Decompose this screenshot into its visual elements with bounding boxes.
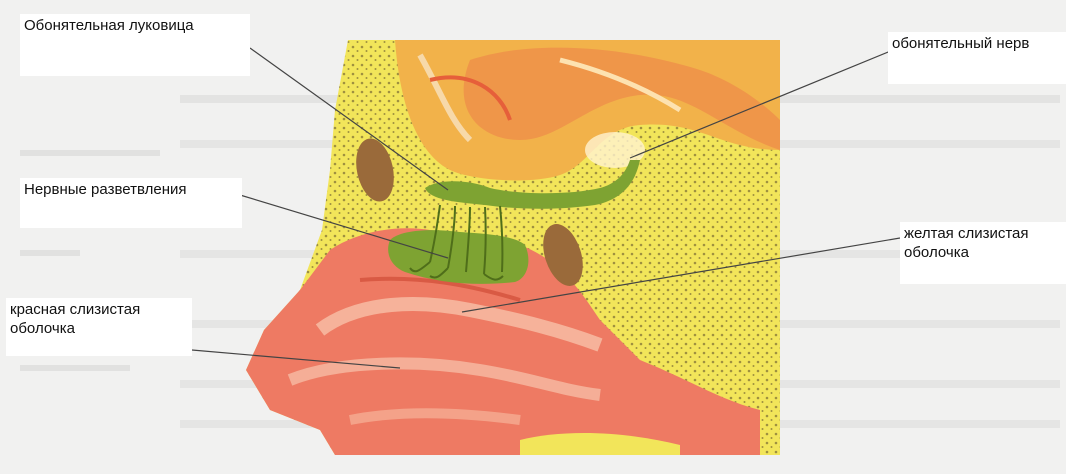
label-nerve-branches-text: Нервные разветвления xyxy=(24,180,238,199)
label-red-mucosa-line1: красная слизистая xyxy=(10,300,188,319)
label-red-mucosa: красная слизистая оболочка xyxy=(6,298,192,356)
label-yellow-mucosa-line1: желтая слизистая xyxy=(904,224,1062,243)
label-yellow-mucosa: желтая слизистая оболочка xyxy=(900,222,1066,284)
label-olfactory-bulb: Обонятельная луковица xyxy=(20,14,250,76)
label-olfactory-nerve-text: обонятельный нерв xyxy=(892,34,1062,53)
label-nerve-branches: Нервные разветвления xyxy=(20,178,242,228)
label-red-mucosa-line2: оболочка xyxy=(10,319,188,338)
label-yellow-mucosa-line2: оболочка xyxy=(904,243,1062,262)
label-olfactory-nerve: обонятельный нерв xyxy=(888,32,1066,84)
label-olfactory-bulb-text: Обонятельная луковица xyxy=(24,16,246,35)
